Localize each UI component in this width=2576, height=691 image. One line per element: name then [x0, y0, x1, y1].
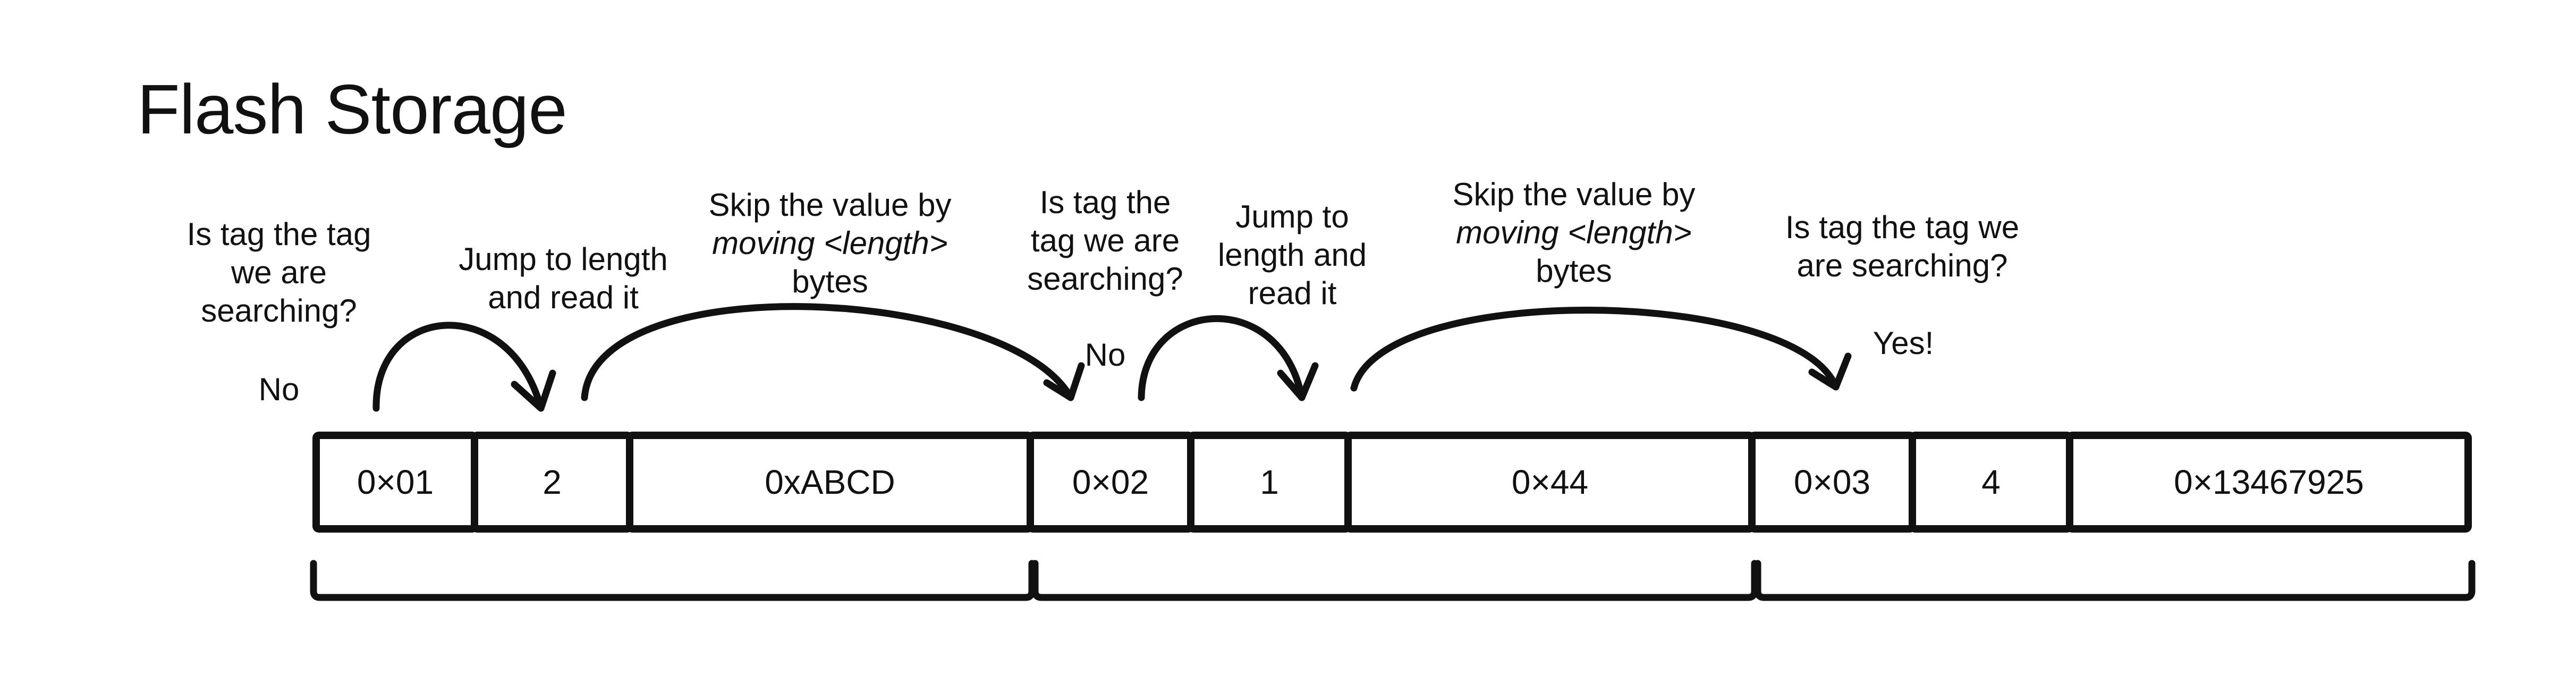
record-1-length-cell: 2 — [471, 432, 633, 533]
record-2-tag-cell: 0×02 — [1027, 432, 1194, 533]
is-tag-label-1-line-1: Is tag the tag — [187, 216, 371, 252]
record-brace-2 — [1031, 560, 1758, 601]
record-2-length-text: 1 — [1260, 463, 1279, 501]
skip-arrow-1-head — [1043, 362, 1085, 401]
jump-arrow-1 — [372, 322, 545, 412]
skip-arrow-2 — [1350, 307, 1840, 392]
record-3-tag-cell: 0×03 — [1748, 432, 1916, 533]
jump-label-2-line-1: Jump to — [1235, 199, 1349, 234]
record-brace-1 — [310, 560, 1036, 601]
diagram-title: Flash Storage — [137, 70, 567, 148]
jump-label-2: Jump to length and read it — [1218, 198, 1367, 313]
record-brace-3 — [1754, 560, 2476, 601]
no-label-2: No — [1084, 337, 1126, 373]
skip-label-2-line-1: Skip the value by — [1452, 176, 1696, 212]
record-1-value-cell: 0xABCD — [626, 432, 1034, 533]
is-tag-label-2-line-3: searching? — [1027, 261, 1183, 297]
record-1-value-text: 0xABCD — [765, 463, 895, 501]
skip-arrow-1 — [581, 303, 1074, 401]
record-2-tag-text: 0×02 — [1072, 463, 1149, 501]
record-1-tag-cell: 0×01 — [312, 432, 478, 533]
skip-label-1: Skip the value by moving <length> bytes — [709, 186, 952, 301]
jump-arrow-2-head — [1277, 362, 1319, 401]
jump-label-1-line-1: Jump to length — [459, 241, 668, 277]
jump-label-1-line-2: and read it — [488, 280, 639, 315]
skip-label-1-line-1: Skip the value by — [708, 187, 952, 223]
skip-label-1-line-2: moving <length> — [712, 225, 948, 261]
record-1-tag-text: 0×01 — [357, 463, 434, 501]
is-tag-label-3-line-1: Is tag the tag we — [1785, 209, 2020, 245]
record-braces — [310, 560, 2476, 601]
no-label-1: No — [258, 372, 300, 407]
record-2-length-cell: 1 — [1187, 432, 1352, 533]
is-tag-label-1-line-3: searching? — [201, 293, 357, 328]
record-arrows-1 — [372, 303, 1085, 412]
is-tag-label-2-line-1: Is tag the — [1039, 184, 1171, 220]
jump-label-1: Jump to length and read it — [459, 240, 668, 317]
record-1-length-text: 2 — [543, 463, 562, 501]
is-tag-label-3-line-2: are searching? — [1797, 248, 2008, 283]
skip-label-2-line-3: bytes — [1536, 253, 1612, 289]
record-2-value-cell: 0×44 — [1344, 432, 1756, 533]
is-tag-label-1: Is tag the tag we are searching? — [187, 215, 371, 330]
jump-label-2-line-2: length and — [1217, 237, 1367, 273]
skip-arrow-2-head — [1808, 352, 1852, 391]
jump-arrow-1-head — [511, 369, 556, 412]
record-2-value-text: 0×44 — [1511, 463, 1589, 501]
record-3-length-text: 4 — [1981, 463, 2001, 501]
is-tag-label-3: Is tag the tag we are searching? — [1785, 208, 2019, 285]
record-3-tag-text: 0×03 — [1793, 463, 1871, 501]
record-arrows-2 — [1138, 307, 1852, 401]
jump-arrow-2 — [1138, 315, 1306, 401]
yes-label-3: Yes! — [1872, 325, 1934, 361]
skip-label-1-line-3: bytes — [792, 264, 868, 299]
record-3-value-text: 0×13467925 — [2174, 463, 2364, 501]
skip-label-2-line-2: moving <length> — [1456, 215, 1692, 250]
jump-label-2-line-3: read it — [1248, 275, 1337, 311]
is-tag-label-1-line-2: we are — [231, 255, 327, 290]
record-3-length-cell: 4 — [1909, 432, 2073, 533]
skip-label-2: Skip the value by moving <length> bytes — [1453, 175, 1696, 290]
is-tag-label-2: Is tag the tag we are searching? — [1027, 183, 1183, 298]
is-tag-label-2-line-2: tag we are — [1030, 223, 1180, 258]
record-3-value-cell: 0×13467925 — [2066, 432, 2472, 533]
